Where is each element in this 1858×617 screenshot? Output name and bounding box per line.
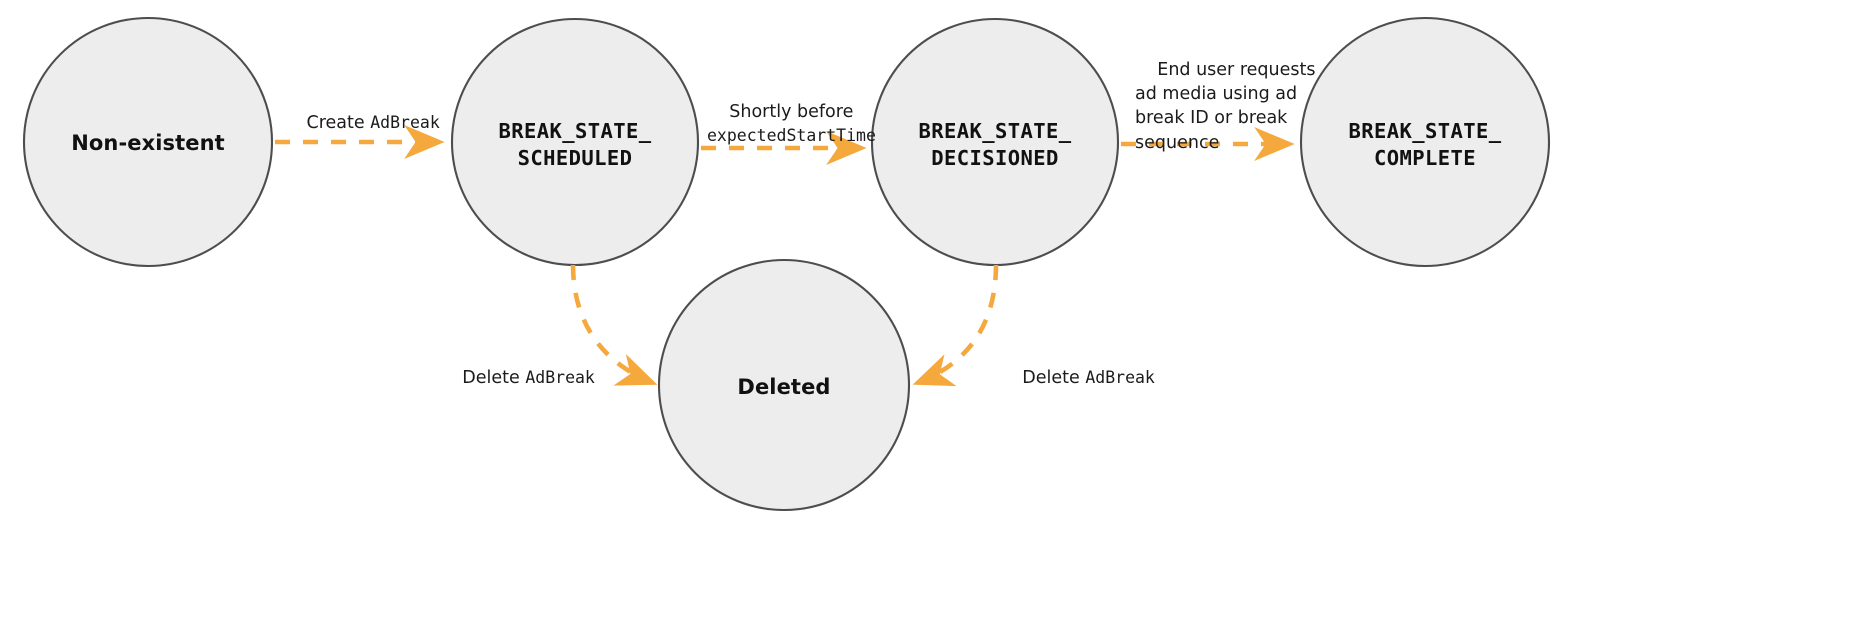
node-deleted[interactable] bbox=[657, 258, 911, 512]
node-non-existent[interactable] bbox=[22, 16, 274, 268]
node-break-state-decisioned[interactable] bbox=[870, 17, 1120, 267]
edge-delete-adbreak-from-scheduled[interactable] bbox=[570, 264, 658, 386]
node-break-state-complete[interactable] bbox=[1299, 16, 1551, 268]
edge-delete-adbreak-from-decisioned[interactable] bbox=[912, 264, 999, 387]
node-break-state-scheduled[interactable] bbox=[450, 17, 700, 267]
